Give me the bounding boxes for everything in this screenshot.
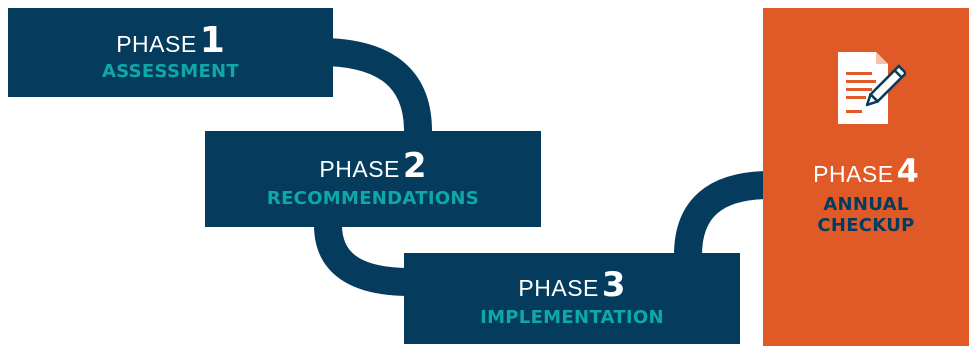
phase-1-box: PHASE 1 ASSESSMENT: [8, 8, 333, 97]
phase-2-label: PHASE: [319, 155, 400, 182]
phase-1-label: PHASE: [116, 30, 197, 57]
phase-2-box: PHASE 2 RECOMMENDATIONS: [205, 131, 541, 227]
phase-4-box: PHASE 4 ANNUAL CHECKUP: [763, 8, 969, 346]
phase-4-label: PHASE: [813, 161, 894, 187]
phase-3-title: IMPLEMENTATION: [480, 307, 664, 329]
phase-2-heading: PHASE 2: [319, 149, 426, 183]
phase-4-heading: PHASE 4: [813, 155, 919, 187]
phase-3-label: PHASE: [518, 275, 599, 302]
phase-1-number: 1: [199, 19, 225, 61]
phase-1-heading: PHASE 1: [116, 19, 225, 61]
phase-4-title-line-1: ANNUAL: [823, 194, 909, 215]
phase-4-number: 4: [896, 152, 919, 190]
phase-4-title-line-2: CHECKUP: [817, 214, 915, 236]
phase-1-title: ASSESSMENT: [101, 60, 239, 82]
phase-3-number: 3: [601, 265, 626, 306]
phase-3-box: PHASE 3 IMPLEMENTATION: [404, 253, 740, 344]
phase-4-title: ANNUAL CHECKUP: [817, 194, 915, 236]
phase-3-heading: PHASE 3: [518, 268, 625, 302]
phase-2-title: RECOMMENDATIONS: [266, 187, 480, 209]
phase-2-number: 2: [402, 145, 427, 186]
connector-phase3-phase4: [674, 171, 771, 256]
document-pen-icon: [826, 48, 908, 133]
connector-phase2-phase3: [314, 224, 411, 296]
connector-phase1-phase2: [319, 38, 432, 132]
